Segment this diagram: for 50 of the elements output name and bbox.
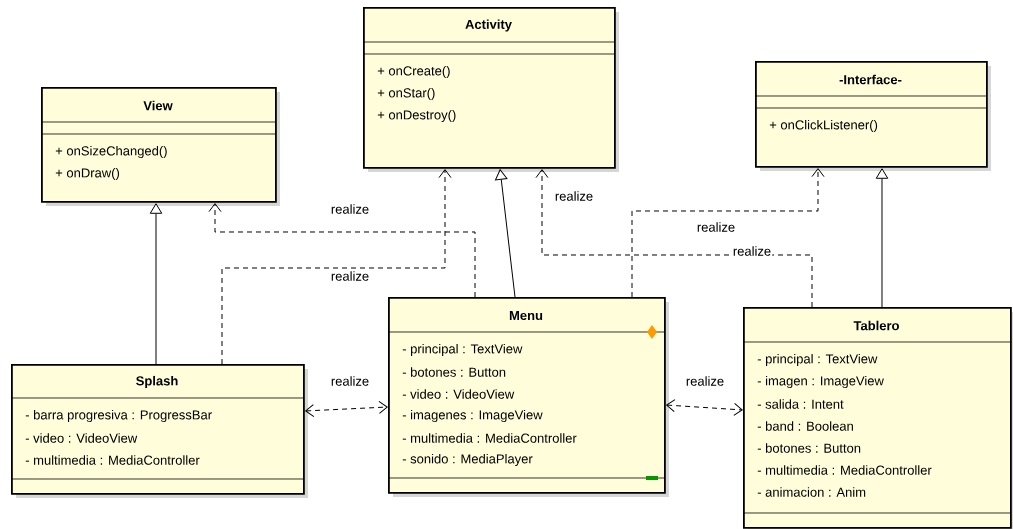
edge-label: realize bbox=[731, 245, 773, 257]
edge-label: realize bbox=[695, 221, 737, 233]
edge-label: realize bbox=[684, 375, 726, 387]
method: + onDestroy() bbox=[377, 109, 456, 123]
attribute: - imagen : ImageView bbox=[757, 375, 884, 389]
class-name: View bbox=[143, 100, 173, 111]
arrow bbox=[666, 399, 743, 416]
attribute: - animacion : Anim bbox=[757, 487, 866, 497]
arrow bbox=[495, 169, 516, 298]
class-box bbox=[387, 297, 669, 497]
class-box bbox=[362, 7, 619, 172]
edge-label: realize bbox=[329, 270, 371, 282]
class-name: Activity bbox=[465, 19, 512, 32]
attribute: - botones : Button bbox=[402, 367, 506, 377]
method: + onSizeChanged() bbox=[55, 145, 167, 159]
arrow bbox=[305, 400, 388, 418]
method: + onDraw() bbox=[55, 167, 120, 181]
arrow bbox=[875, 168, 889, 308]
attribute: - multimedia : MediaController bbox=[402, 433, 577, 443]
class-box bbox=[742, 307, 1013, 529]
class-name: Splash bbox=[136, 375, 178, 389]
attribute: - barra progresiva : ProgressBar bbox=[25, 409, 212, 423]
arrow bbox=[208, 203, 476, 298]
attribute: - principal : TextView bbox=[402, 343, 523, 357]
relation-label: realize bbox=[553, 190, 595, 202]
class-name: Tablero bbox=[853, 320, 899, 331]
attribute: - video : VideoView bbox=[25, 433, 138, 443]
class-name: Menu bbox=[509, 310, 543, 321]
method: + onClickListener() bbox=[769, 119, 878, 133]
attribute: - multimedia : MediaController bbox=[757, 465, 932, 475]
attribute: - video : VideoView bbox=[402, 389, 515, 399]
attribute: - salida : Intent bbox=[757, 399, 844, 409]
edge-label: realize bbox=[329, 375, 371, 387]
method: + onStar() bbox=[377, 87, 435, 101]
arrow bbox=[221, 169, 452, 365]
attribute: - sonido : MediaPlayer bbox=[402, 453, 533, 467]
class-box bbox=[754, 61, 991, 171]
attribute: - band : Boolean bbox=[757, 421, 853, 431]
arrow bbox=[149, 203, 163, 365]
attribute: - botones : Button bbox=[757, 443, 861, 453]
class-name: -Interface- bbox=[839, 74, 902, 85]
attribute: - principal : TextView bbox=[757, 353, 878, 367]
class-box bbox=[40, 87, 280, 206]
arrow bbox=[631, 168, 825, 298]
edge-label: realize bbox=[329, 203, 371, 215]
arrow bbox=[535, 169, 813, 308]
method: + onCreate() bbox=[377, 65, 450, 79]
attribute: - imagenes : ImageView bbox=[402, 409, 543, 423]
attribute: - multimedia : MediaController bbox=[25, 455, 200, 465]
class-box bbox=[10, 364, 308, 498]
